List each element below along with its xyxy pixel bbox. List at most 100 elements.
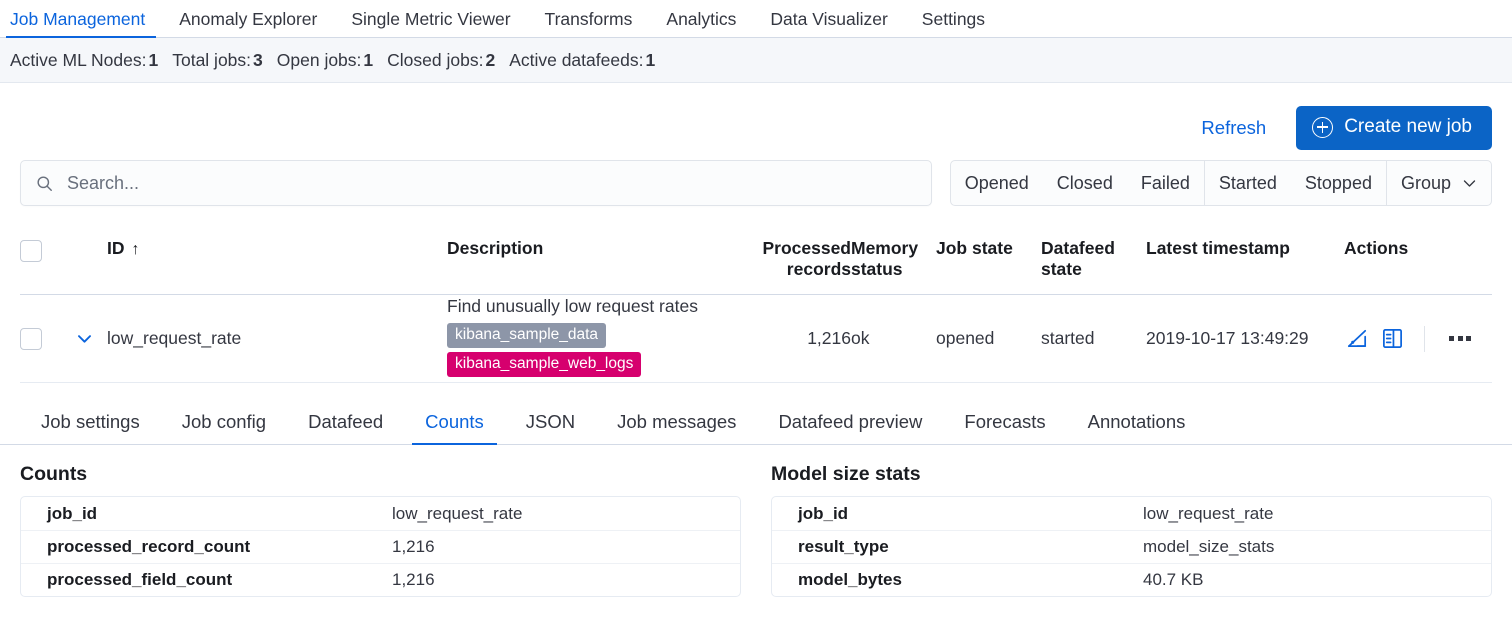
search-icon [37, 175, 52, 191]
column-header-memory-status[interactable]: Memory status [851, 238, 919, 279]
tab-label: Single Metric Viewer [351, 8, 511, 29]
counts-value: 1,216 [392, 537, 435, 556]
cell-processed-records: 1,216 [807, 328, 851, 348]
filter-group-dropdown[interactable]: Group [1387, 161, 1491, 205]
column-header-id[interactable]: ID↑ [107, 238, 447, 259]
tab-forecasts[interactable]: Forecasts [964, 410, 1046, 432]
row-checkbox[interactable] [20, 327, 42, 350]
stat-value: 1 [148, 49, 159, 70]
group-badge[interactable]: kibana_sample_web_logs [447, 352, 642, 377]
column-header-description[interactable]: Description [447, 238, 544, 258]
tab-label: Settings [921, 8, 986, 29]
create-new-job-button[interactable]: Create new job [1296, 105, 1492, 150]
jobs-table: ID↑ Description Processed records Memory… [0, 226, 1512, 383]
filter-stopped-button[interactable]: Stopped [1291, 161, 1386, 205]
filter-separator [1203, 161, 1205, 205]
search-and-filter-row: Opened Closed Failed Started Stopped Gro… [0, 160, 1512, 206]
chevron-down-icon[interactable] [75, 329, 94, 348]
tab-job-settings[interactable]: Job settings [41, 410, 140, 432]
tab-transforms[interactable]: Transforms [528, 8, 650, 38]
search-input[interactable] [67, 172, 917, 194]
model-stats-value: model_size_stats [1143, 537, 1275, 556]
tab-annotations[interactable]: Annotations [1087, 410, 1186, 432]
actions-separator [1424, 325, 1425, 352]
filter-button-group: Opened Closed Failed Started Stopped Gro… [949, 160, 1492, 206]
stat-label: Total jobs: [172, 49, 252, 70]
counts-table: job_id low_request_rate processed_record… [20, 496, 741, 597]
table-row: job_id low_request_rate [772, 497, 1491, 530]
refresh-button[interactable]: Refresh [1201, 116, 1267, 138]
tab-label: Anomaly Explorer [179, 8, 318, 29]
tab-datafeed-preview[interactable]: Datafeed preview [778, 410, 923, 432]
column-header-actions: Actions [1344, 238, 1409, 258]
select-all-checkbox[interactable] [20, 240, 42, 262]
filter-closed-button[interactable]: Closed [1043, 161, 1127, 205]
stat-value: 2 [485, 49, 496, 70]
stat-value: 1 [645, 49, 656, 70]
table-row: model_bytes 40.7 KB [772, 563, 1491, 596]
cell-job-id[interactable]: low_request_rate [107, 328, 242, 348]
cell-datafeed-state: started [1041, 328, 1095, 348]
ml-stats-bar: Active ML Nodes:1 Total jobs:3 Open jobs… [0, 38, 1512, 83]
counts-value: low_request_rate [392, 503, 523, 523]
counts-key: processed_record_count [47, 537, 251, 556]
tab-label: Job Management [10, 8, 146, 29]
select-all-cell [20, 238, 62, 262]
tab-job-management[interactable]: Job Management [0, 8, 162, 38]
group-badge[interactable]: kibana_sample_data [447, 323, 607, 348]
search-box[interactable] [20, 160, 932, 206]
column-header-processed-records[interactable]: Processed records [762, 238, 851, 279]
tab-anomaly-explorer[interactable]: Anomaly Explorer [162, 8, 334, 38]
row-overflow-menu-icon[interactable] [1445, 330, 1475, 347]
row-expander-cell [62, 329, 107, 348]
column-header-datafeed-state[interactable]: Datafeed state [1041, 238, 1115, 279]
stat-open-jobs: Open jobs:1 [277, 50, 373, 71]
table-row: result_type model_size_stats [772, 530, 1491, 563]
tab-counts[interactable]: Counts [404, 412, 505, 445]
model-size-stats-panel-title: Model size stats [771, 463, 921, 485]
create-new-job-label: Create new job [1344, 116, 1472, 137]
row-select-cell [20, 327, 62, 350]
stat-label: Active ML Nodes: [10, 49, 147, 70]
filter-failed-button[interactable]: Failed [1127, 161, 1204, 205]
anomaly-explorer-icon[interactable] [1381, 327, 1404, 350]
model-stats-value: low_request_rate [1143, 503, 1274, 523]
tab-json[interactable]: JSON [525, 410, 576, 432]
tab-datafeed[interactable]: Datafeed [308, 410, 384, 432]
cell-memory-status: ok [851, 328, 870, 348]
counts-panel: Counts job_id low_request_rate processed… [20, 463, 741, 597]
tab-label: Analytics [666, 8, 737, 29]
tab-settings[interactable]: Settings [905, 8, 1002, 38]
filter-started-button[interactable]: Started [1205, 161, 1291, 205]
cell-latest-timestamp: 2019-10-17 13:49:29 [1146, 328, 1309, 348]
model-stats-key: job_id [798, 503, 849, 523]
stat-label: Closed jobs: [387, 49, 484, 70]
primary-navigation: Job Management Anomaly Explorer Single M… [0, 0, 1512, 38]
tab-data-visualizer[interactable]: Data Visualizer [753, 8, 904, 38]
tab-analytics[interactable]: Analytics [649, 8, 753, 38]
column-header-latest-timestamp[interactable]: Latest timestamp [1146, 238, 1290, 258]
single-metric-viewer-icon[interactable] [1346, 327, 1369, 350]
chevron-down-icon [1463, 179, 1476, 187]
table-row: job_id low_request_rate [21, 497, 740, 530]
job-detail-tabs: Job settings Job config Datafeed Counts … [0, 393, 1512, 445]
tab-job-config[interactable]: Job config [181, 410, 267, 432]
jobs-table-header: ID↑ Description Processed records Memory… [20, 226, 1492, 295]
stat-label: Open jobs: [276, 49, 362, 70]
tab-job-messages[interactable]: Job messages [617, 410, 737, 432]
tab-single-metric-viewer[interactable]: Single Metric Viewer [334, 8, 527, 38]
stat-value: 3 [253, 49, 263, 70]
stat-value: 1 [363, 49, 374, 70]
cell-actions [1344, 325, 1492, 352]
column-header-job-state[interactable]: Job state [936, 238, 1013, 258]
row-actions [1344, 325, 1492, 352]
tab-label: Transforms [544, 8, 633, 29]
filter-opened-button[interactable]: Opened [951, 161, 1043, 205]
table-row: processed_record_count 1,216 [21, 530, 740, 563]
counts-panel-title: Counts [20, 463, 88, 485]
model-stats-value: 40.7 KB [1143, 570, 1204, 589]
counts-value: 1,216 [392, 570, 435, 589]
model-size-stats-panel: Model size stats job_id low_request_rate… [771, 463, 1492, 597]
tab-label: Data Visualizer [770, 8, 888, 29]
stat-closed-jobs: Closed jobs:2 [387, 50, 495, 71]
